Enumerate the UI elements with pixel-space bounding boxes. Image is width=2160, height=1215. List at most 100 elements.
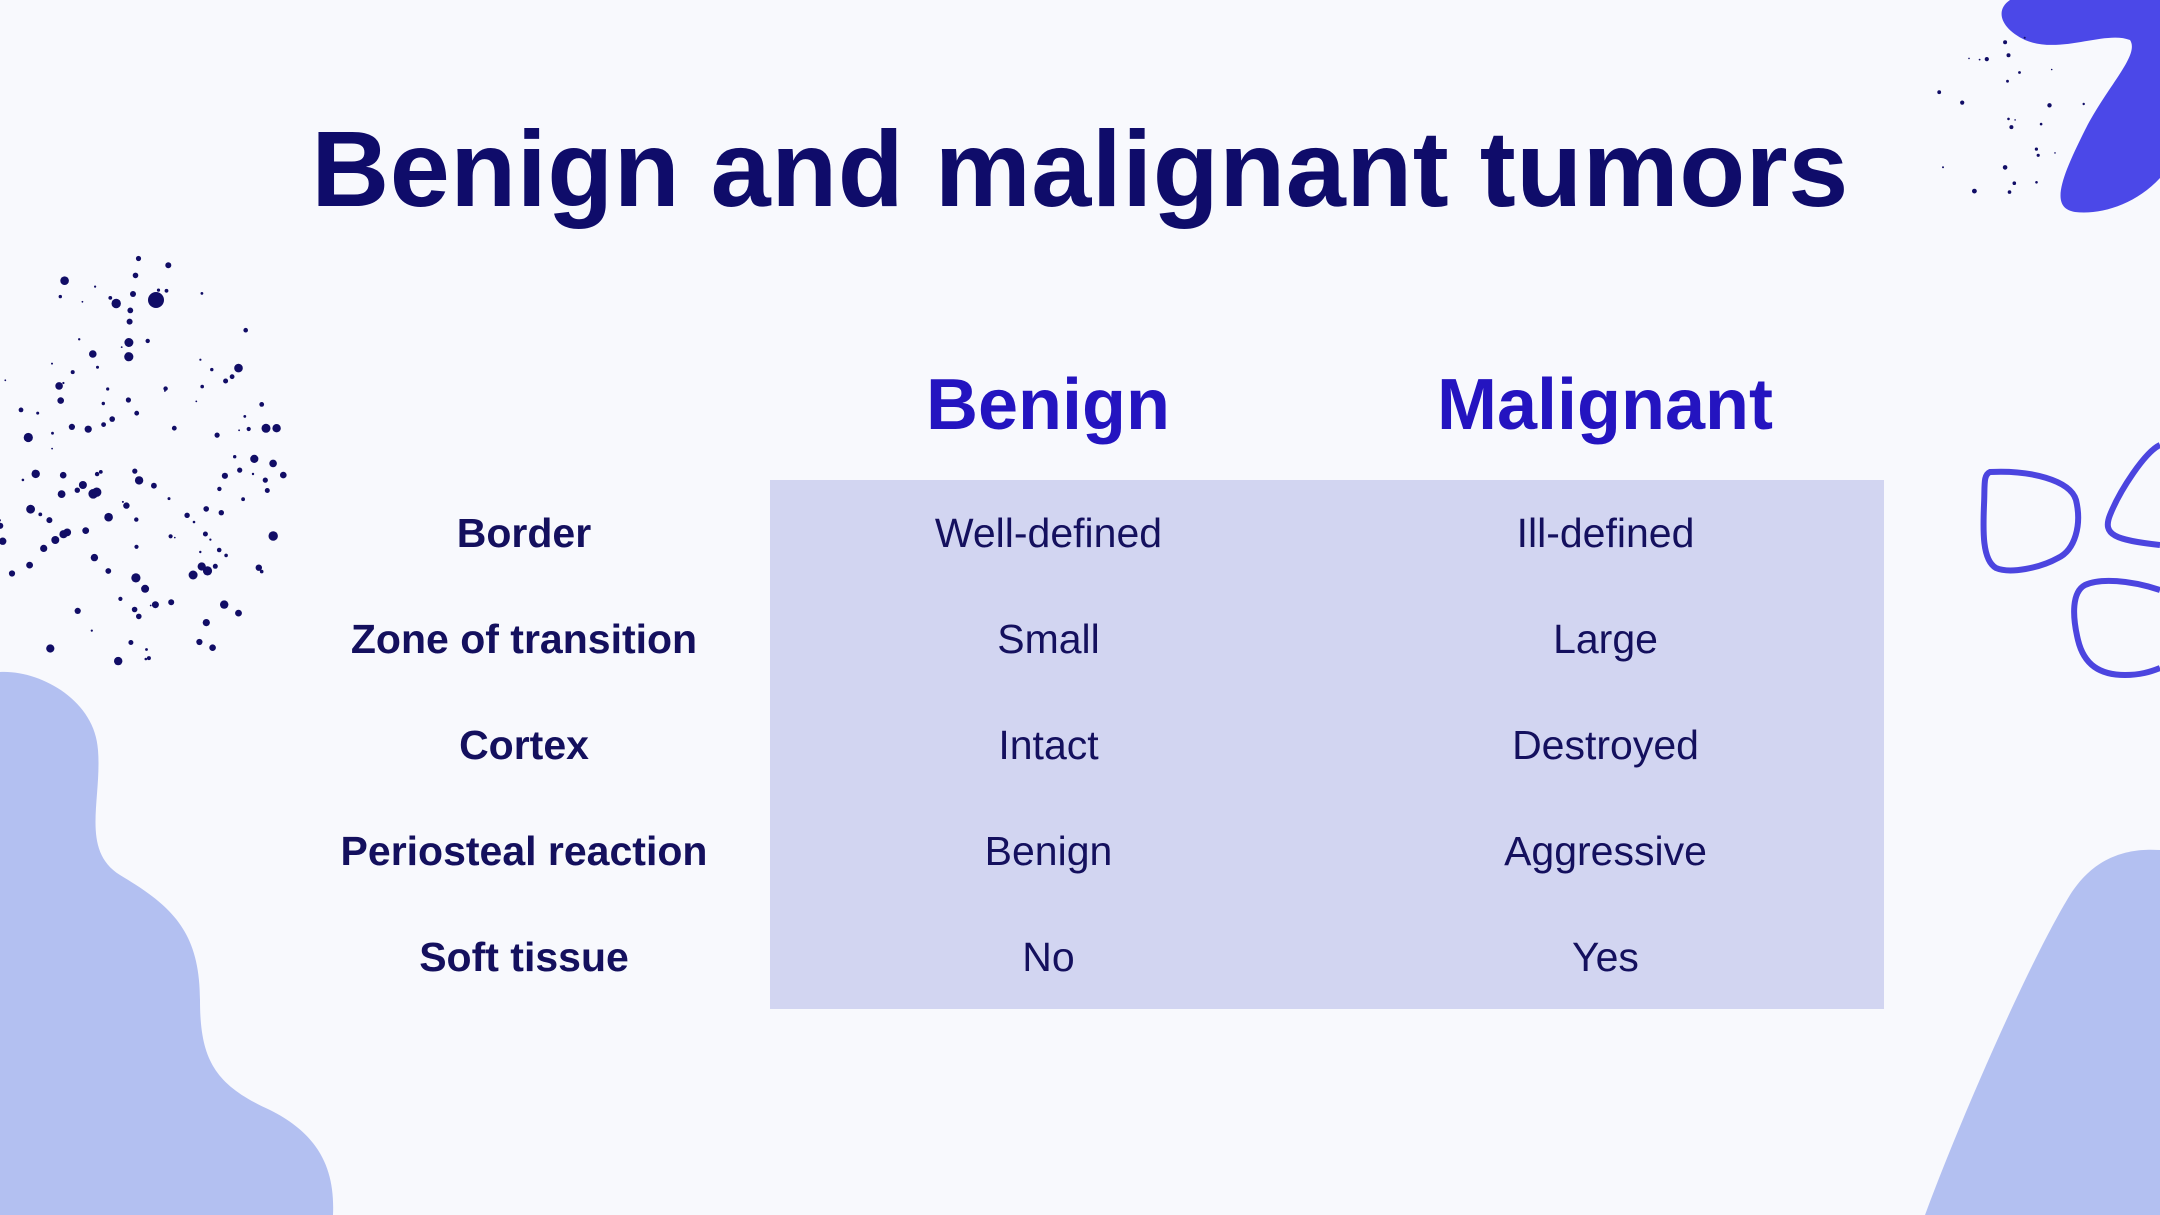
decorative-dot [105,568,112,574]
decorative-dot [234,363,243,373]
decorative-dot [163,386,168,391]
decorative-dot [196,638,203,646]
decorative-dot [74,487,81,493]
decorative-dot [2082,102,2085,106]
decorative-dot [96,365,99,369]
decorative-dot [70,370,75,375]
decorative-dot [224,553,228,558]
bottom-right-blob [1925,849,2160,1215]
decorative-dot [255,564,262,571]
decorative-dot [146,656,151,661]
decorative-dot [114,656,123,666]
decorative-dot [2018,71,2021,74]
decorative-dot [235,609,242,617]
decorative-dot [0,522,4,529]
decorative-dot [188,570,198,580]
decorative-dot [134,476,144,485]
decorative-dot [2023,36,2026,39]
decorative-dot [255,457,258,461]
decorative-dot [40,544,48,553]
decorative-dot [74,607,81,615]
decorative-dot [57,490,66,498]
row-label: Cortex [459,722,589,768]
decorative-dot [164,288,169,293]
decorative-dot [216,547,222,553]
decorative-dot [131,606,138,613]
decorative-dot [111,298,121,309]
decorative-dot [246,426,251,432]
decorative-dot [134,517,139,522]
decorative-dot [2003,40,2008,45]
malignant-cell: Aggressive [1504,828,1707,874]
decorative-dot [143,587,149,592]
malignant-cell: Destroyed [1512,722,1699,768]
decorative-dot [104,512,113,522]
decorative-dot [136,613,142,620]
decorative-dot [238,429,241,432]
decorative-dot [151,482,157,489]
table-row-cortex: Cortex Intact Destroyed [0,692,2160,798]
column-header-malignant: Malignant [1437,365,1773,445]
decorative-dot [250,454,259,463]
decorative-dot [165,262,172,269]
outline-shape-2 [2104,442,2160,548]
decorative-dot [209,538,212,541]
decorative-dot [132,272,139,279]
decorative-dot [2012,181,2017,185]
decorative-dot [121,500,124,503]
top-right-blob [2001,0,2160,213]
decorative-dot [128,640,134,645]
decorative-dot [262,477,268,483]
decorative-dot [229,374,235,380]
malignant-cell: Yes [1572,934,1639,980]
decorative-dot [46,644,55,653]
decorative-dot [168,599,175,606]
decorative-dot [261,423,271,433]
decorative-dot [2047,103,2052,108]
decorative-dot [126,318,133,325]
decorative-dot [200,384,204,389]
decorative-dot [199,550,202,554]
decorative-dot [8,570,16,577]
decorative-dot [174,536,176,539]
decorative-dot [217,486,222,492]
decorative-dot [218,510,224,516]
decorative-dot [259,569,264,574]
decorative-dot [124,338,134,347]
decorative-dot [135,255,142,262]
decorative-dot [82,527,90,534]
decorative-dot [280,471,287,479]
decorative-dot [237,467,243,473]
outline-shape-3 [2071,577,2160,679]
decorative-dot [108,296,113,300]
row-label: Periosteal reaction [340,828,708,874]
table-row-zone-of-transition: Zone of transition Small Large [0,586,2160,692]
decorative-dot [101,401,106,406]
decorative-dot [195,400,198,403]
decorative-dot [89,350,97,358]
table-row-periosteal-reaction: Periosteal reaction Benign Aggressive [0,798,2160,904]
benign-cell: Well-defined [934,510,1163,556]
decorative-dot [81,300,84,303]
decorative-dot [144,657,148,661]
decorative-dot [1942,166,1944,169]
decorative-dot [233,455,237,459]
decorative-dot [2050,68,2053,71]
decorative-dot [123,502,130,509]
scattered-dots-left [0,255,287,666]
decorative-dot [106,387,110,391]
benign-cell: Small [997,616,1100,662]
decorative-dot [18,407,24,413]
decorative-dot [94,285,97,288]
decorative-dot [1937,90,1942,95]
decorative-dot [98,470,103,474]
decorative-dot [167,497,171,501]
row-label: Zone of transition [350,616,698,662]
row-label: Soft tissue [419,934,629,980]
decorative-dot [51,447,53,450]
decorative-dot [1978,58,1981,61]
decorative-dot [32,469,39,476]
decorative-dot [134,544,139,549]
decorative-dot [202,619,210,627]
table-row-soft-tissue: Soft tissue No Yes [0,904,2160,1010]
